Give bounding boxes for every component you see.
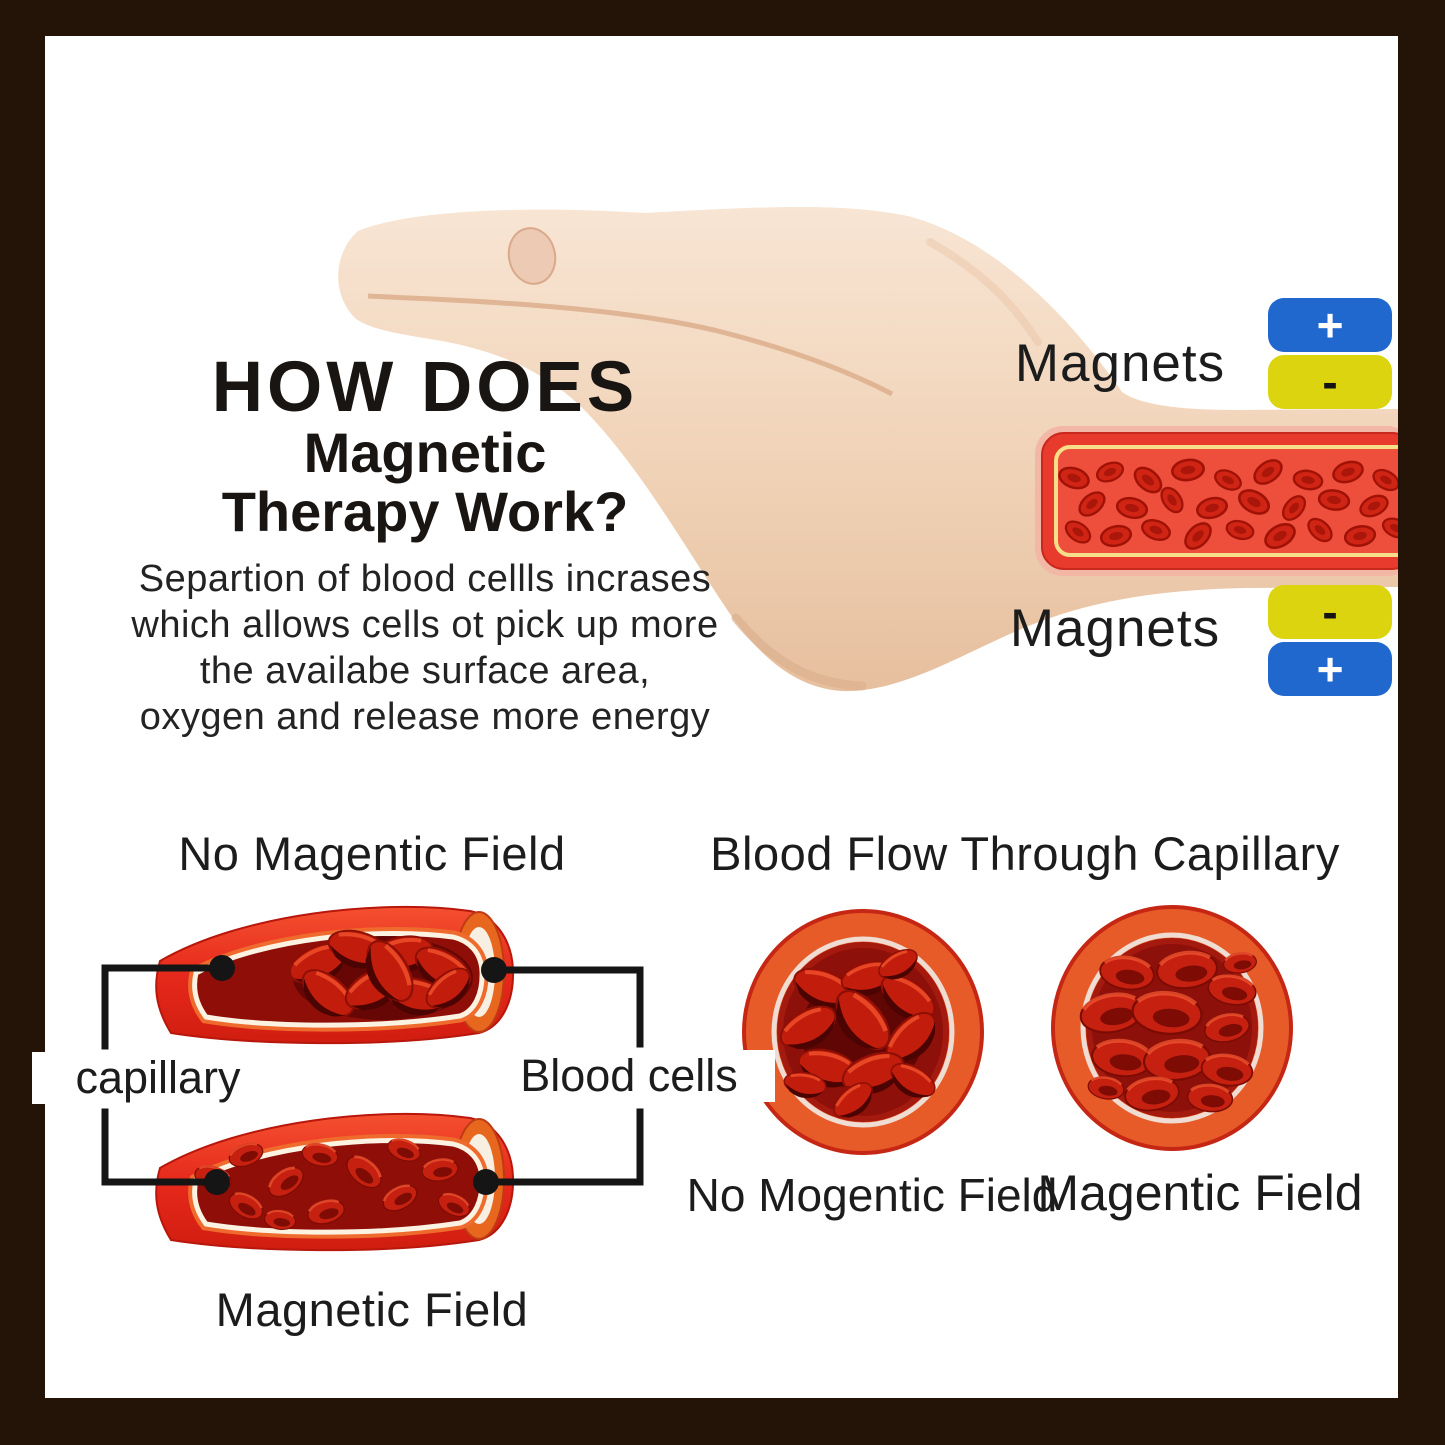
fingernail — [507, 227, 557, 285]
intro-block: HOW DOES Magnetic Therapy Work? Separtio… — [55, 352, 795, 740]
callout-dot — [481, 957, 507, 983]
callout-dot — [204, 1169, 230, 1195]
intro-text-line: Separtion of blood cellls incrases — [138, 558, 712, 600]
intro-text-line: which allows cells ot pick up more — [131, 604, 719, 646]
magnet-minus-badge: - — [1268, 355, 1392, 409]
blood-vessel-cutaway — [1035, 426, 1398, 576]
capillary-cross-section-magnetic-field — [1051, 905, 1293, 1151]
no-magnetic-field-heading: No Magentic Field — [178, 827, 566, 880]
title-line-1: HOW DOES — [211, 348, 639, 427]
title-line-2: Magnetic — [303, 421, 547, 484]
capillary-cross-section-no-field — [742, 909, 984, 1155]
intro-text-line: the availabe surface area, — [199, 650, 651, 692]
magnet-pair-top: + - — [1268, 298, 1392, 409]
content-area — [45, 36, 1398, 1398]
magnets-label-bottom: Magnets — [1009, 599, 1221, 658]
illustration-layer — [101, 207, 1398, 1252]
magnet-minus-badge: - — [1268, 585, 1392, 639]
callout-dot — [473, 1169, 499, 1195]
clumped-blood-cells — [282, 922, 481, 1030]
intro-text-line: oxygen and release more energy — [139, 696, 711, 738]
magnetic-field-heading: Magnetic Field — [215, 1283, 529, 1336]
cross-section-field-label: Magentic Field — [1037, 1165, 1363, 1221]
capillary-tube-no-field — [155, 905, 515, 1045]
magnet-pair-bottom: - + — [1268, 585, 1392, 696]
callout-dot — [209, 955, 235, 981]
finger-crease-line — [367, 293, 894, 397]
magnets-label-top: Magnets — [1014, 334, 1226, 393]
magnet-plus-badge: + — [1268, 298, 1392, 352]
cross-section-no-field-label: No Mogentic Field — [686, 1169, 1058, 1221]
callout-bracket-right — [486, 966, 644, 1186]
title-line-3: Therapy Work? — [221, 480, 629, 543]
capillary-tube-magnetic-field — [155, 1112, 515, 1252]
blood-flow-heading: Blood Flow Through Capillary — [710, 827, 1340, 880]
callout-bracket-left — [101, 964, 222, 1186]
magnet-plus-badge: + — [1268, 642, 1392, 696]
blood-cells-callout-label: Blood cells — [483, 1050, 775, 1102]
clumped-blood-cells — [772, 942, 946, 1128]
intro-paragraph: Separtion of blood cellls incrases which… — [55, 556, 795, 740]
capillary-callout-label: capillary — [32, 1052, 284, 1104]
